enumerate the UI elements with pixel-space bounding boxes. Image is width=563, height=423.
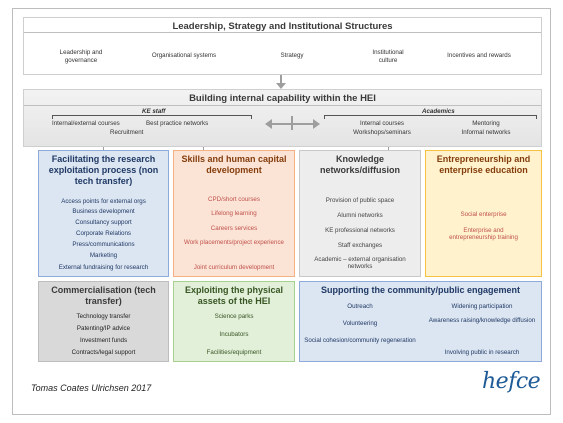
community-item-5: Involving public in research	[444, 349, 520, 356]
skills-item-3: Work placements/project experience	[184, 239, 284, 246]
double-arrow-right-head	[313, 119, 320, 129]
community-item-3: Awareness raising/knowledge diffusion	[428, 317, 536, 324]
commercialisation-item-0: Technology transfer	[76, 313, 131, 320]
cell-skills: Skills and human capital development CPD…	[173, 150, 295, 277]
knowledge-item-1: Alumni networks	[337, 212, 383, 219]
knowledge-item-2: KE professional networks	[325, 227, 395, 234]
research-item-4: Press/communications	[72, 241, 135, 248]
physical-item-2: Facilities/equipment	[206, 349, 262, 356]
cell-community: Supporting the community/public engageme…	[299, 281, 542, 362]
footer-author: Tomas Coates Ulrichsen 2017	[31, 383, 152, 393]
entrepreneurship-item-1: Enterprise and entrepreneurship training	[449, 227, 518, 242]
hefce-logo: hefce	[482, 369, 541, 394]
skills-item-2: Careers services	[210, 225, 258, 232]
cell-title-research: Facilitating the research exploitation p…	[48, 154, 159, 186]
commercialisation-item-1: Patenting/IP advice	[76, 325, 131, 332]
leadership-item-incentives: Incentives and rewards	[447, 52, 511, 59]
leadership-item-governance: Leadership and governance	[59, 49, 103, 64]
leadership-box: Leadership, Strategy and Institutional S…	[23, 17, 542, 75]
down-arrow	[280, 75, 282, 85]
cell-title-knowledge: Knowledge networks/diffusion	[319, 154, 400, 175]
leadership-item-culture: Institutional culture	[372, 49, 404, 64]
academics-item-workshops: Workshops/seminars	[353, 129, 411, 136]
community-item-2: Volunteering	[342, 320, 378, 327]
capability-title: Building internal capability within the …	[189, 93, 376, 104]
entrepreneurship-item-0: Social enterprise	[460, 211, 507, 218]
leadership-item-strategy: Strategy	[280, 52, 304, 59]
knowledge-item-4: Academic – external organisation network…	[314, 256, 406, 271]
cell-title-commercialisation: Commercialisation (tech transfer)	[51, 285, 156, 306]
double-arrow-left-head	[265, 119, 272, 129]
cell-commercialisation: Commercialisation (tech transfer) Techno…	[38, 281, 169, 362]
community-item-0: Outreach	[347, 303, 373, 310]
academics-item-informal: Informal networks	[461, 129, 511, 136]
cell-title-entrepreneurship: Entrepreneurship and enterprise educatio…	[436, 154, 531, 175]
research-item-5: Marketing	[89, 252, 118, 259]
slide: Leadership, Strategy and Institutional S…	[12, 8, 551, 415]
leadership-title: Leadership, Strategy and Institutional S…	[172, 21, 393, 32]
knowledge-item-3: Staff exchanges	[337, 242, 383, 249]
research-item-1: Business development	[72, 208, 135, 215]
research-item-6: External fundraising for research	[58, 264, 149, 271]
cell-title-physical: Exploiting the physical assets of the HE…	[184, 285, 283, 306]
skills-item-0: CPD/short courses	[208, 196, 260, 203]
cell-research-exploitation: Facilitating the research exploitation p…	[38, 150, 169, 277]
research-item-3: Corporate Relations	[75, 230, 132, 237]
skills-item-1: Lifelong learning	[211, 210, 257, 217]
academics-label: Academics	[422, 108, 455, 115]
commercialisation-item-2: Investment funds	[79, 337, 128, 344]
research-item-0: Access points for external orgs	[61, 198, 146, 205]
skills-item-4: Joint curriculum development	[193, 264, 275, 271]
physical-item-1: Incubators	[219, 331, 249, 338]
ke-staff-label: KE staff	[142, 108, 166, 115]
ke-item-networks: Best practice networks	[146, 120, 209, 127]
physical-item-0: Science parks	[214, 313, 254, 320]
cell-knowledge: Knowledge networks/diffusion Provision o…	[299, 150, 421, 277]
capability-box: Building internal capability within the …	[23, 89, 542, 147]
community-item-4: Social cohesion/community regeneration	[304, 337, 416, 344]
academics-item-mentoring: Mentoring	[472, 120, 500, 127]
ke-item-recruitment: Recruitment	[110, 129, 144, 136]
ke-item-courses: Internal/external courses	[52, 120, 120, 127]
commercialisation-item-3: Contracts/legal support	[71, 349, 136, 356]
down-arrow-head	[276, 83, 286, 89]
cell-title-skills: Skills and human capital development	[181, 154, 287, 175]
leadership-item-systems: Organisational systems	[151, 52, 217, 59]
academics-item-internal: Internal courses	[359, 120, 405, 127]
knowledge-item-0: Provision of public space	[325, 197, 395, 204]
community-item-1: Widening participation	[451, 303, 513, 310]
cell-entrepreneurship: Entrepreneurship and enterprise educatio…	[425, 150, 542, 277]
research-item-2: Consultancy support	[75, 219, 132, 226]
cell-title-community: Supporting the community/public engageme…	[320, 285, 520, 295]
cell-physical-assets: Exploiting the physical assets of the HE…	[173, 281, 295, 362]
